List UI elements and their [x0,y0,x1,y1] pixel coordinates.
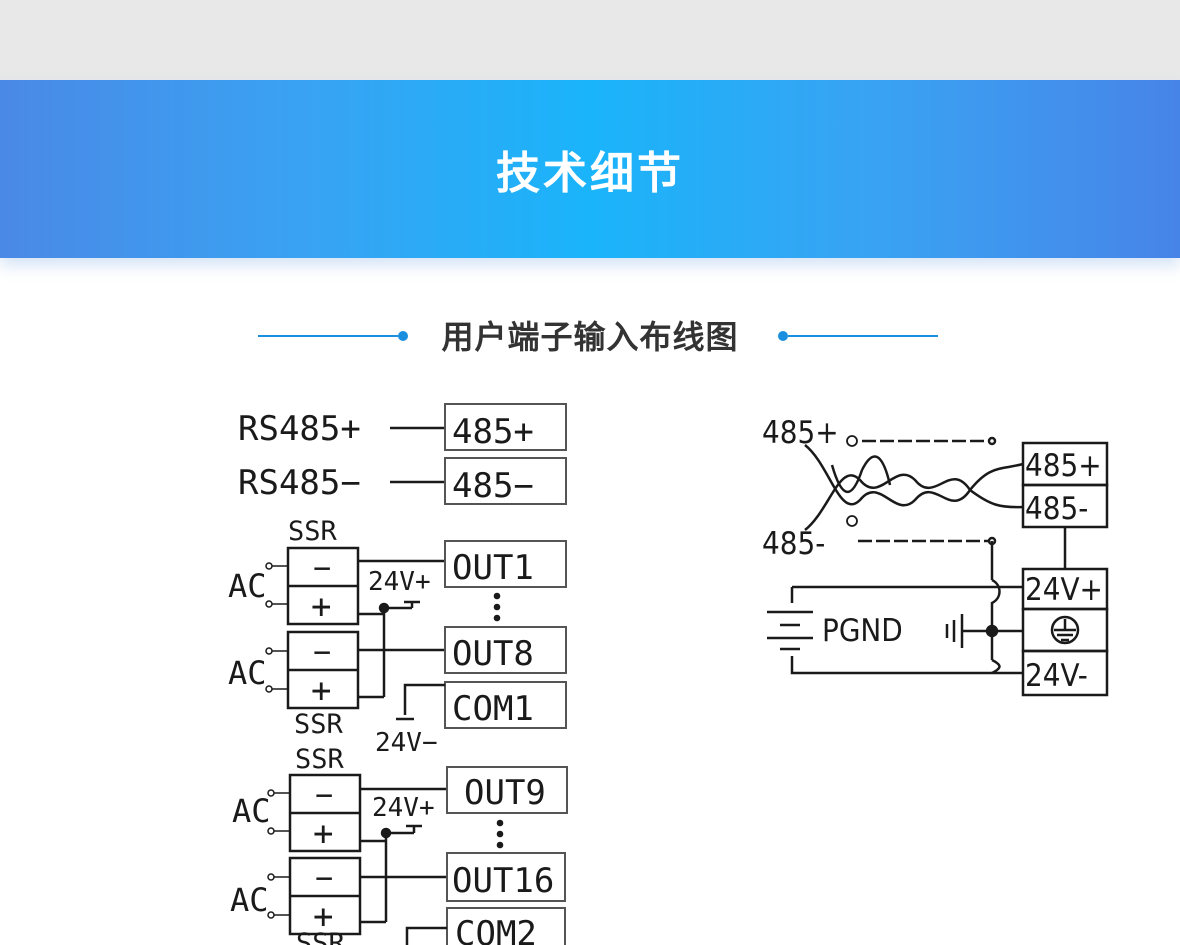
pgnd-label: PGND [822,613,903,649]
ssr-minus: − [315,861,333,896]
title-right-line [788,335,938,337]
term-out8: OUT8 [452,634,534,674]
top-strip [0,0,1180,80]
title-right-dot [778,331,788,341]
ssr-minus: − [313,635,331,670]
ac-label: AC [228,654,267,692]
ssr-plus: + [313,814,333,854]
ssr-minus: − [313,551,331,586]
term-485-plus-right: 485+ [1025,448,1102,484]
title-left-dot [398,331,408,341]
term-24v-plus-right: 24V+ [1025,572,1103,608]
v24-minus-label: 24V− [375,728,438,758]
term-out9: OUT9 [464,773,546,813]
term-out1: OUT1 [452,548,534,588]
ssr-label: SSR [296,928,346,945]
ac-label: AC [230,881,269,919]
ac-label: AC [232,792,271,830]
ssr-minus: − [315,778,333,813]
wire-485-plus-label: 485+ [762,415,839,451]
title-left-line [258,335,398,337]
term-com1: COM1 [452,689,534,729]
rs485-minus-label: RS485− [238,463,361,503]
v24-plus-label: 24V+ [372,793,435,823]
term-485-minus: 485− [452,466,534,506]
ssr-plus: + [311,671,331,711]
ssr-label: SSR [295,744,345,775]
term-24v-minus-right: 24V- [1025,658,1088,694]
ssr-label: SSR [288,516,338,547]
ssr-plus: + [311,587,331,627]
wire-485-minus-label: 485- [762,526,825,562]
rs485-plus-label: RS485+ [238,409,361,449]
term-485-plus: 485+ [452,412,534,452]
term-485-minus-right: 485- [1025,491,1088,527]
v24-plus-label: 24V+ [368,567,431,597]
section-title: 用户端子输入布线图 [441,318,739,356]
ssr-label: SSR [294,709,344,740]
ssr-plus: + [313,897,333,937]
term-com2: COM2 [455,914,537,945]
header-title: 技术细节 [496,148,684,199]
header-banner: 技术细节 [0,80,1180,258]
ac-label: AC [228,567,267,605]
term-out16: OUT16 [452,861,554,901]
